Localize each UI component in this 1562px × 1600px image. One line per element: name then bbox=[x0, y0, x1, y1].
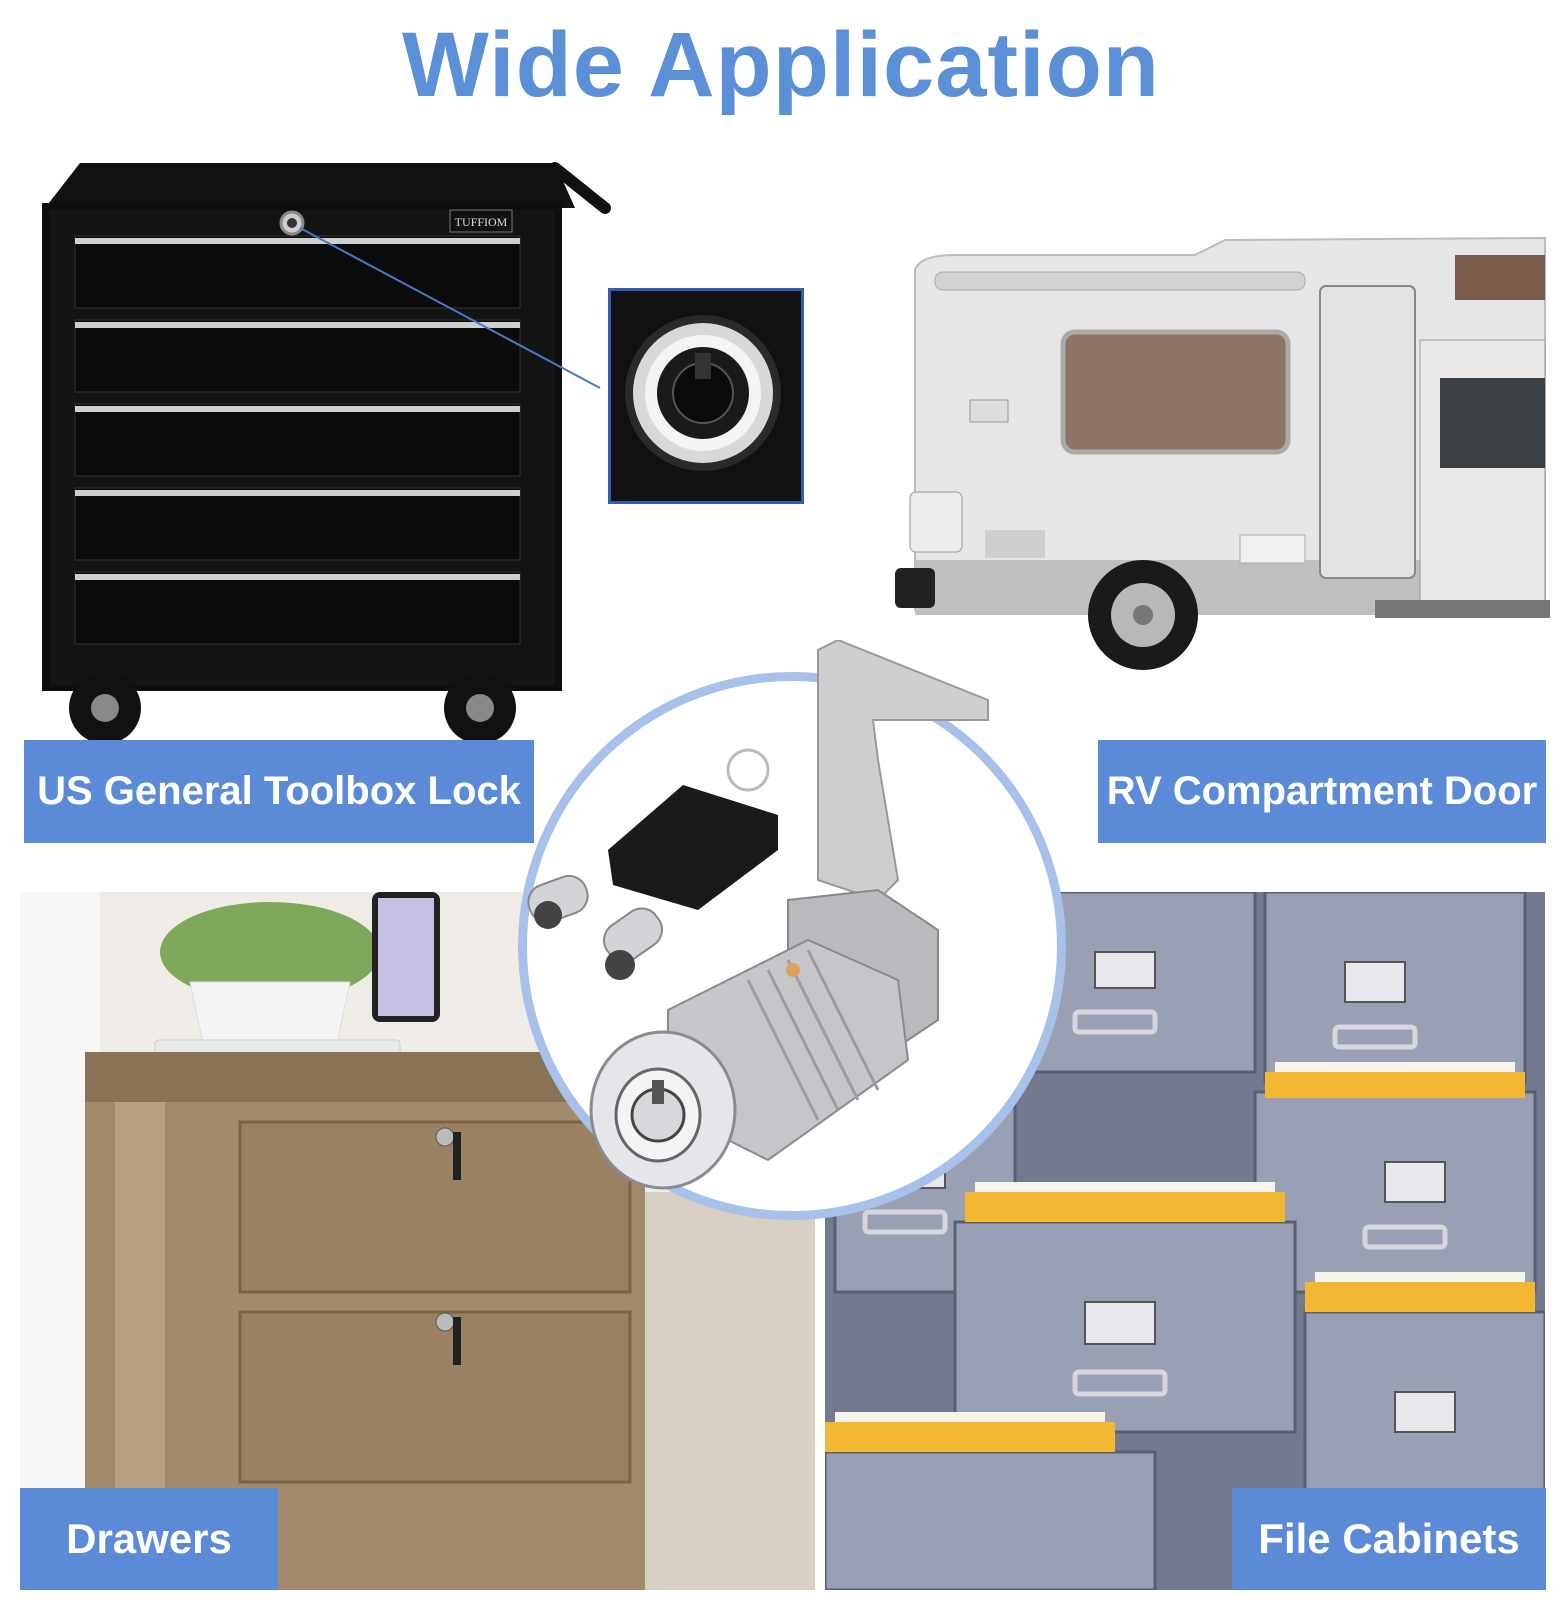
page-title: Wide Application bbox=[402, 14, 1160, 116]
toolbox-brand-text: TUFFIOM bbox=[455, 215, 508, 229]
file-cabinets-image bbox=[825, 892, 1545, 1590]
toolbox-image: TUFFIOM bbox=[10, 148, 622, 748]
label-drawers: Drawers bbox=[20, 1488, 278, 1590]
lock-closeup-inset bbox=[608, 288, 804, 504]
label-file-cabinets: File Cabinets bbox=[1232, 1488, 1546, 1590]
label-toolbox: US General Toolbox Lock bbox=[24, 740, 534, 843]
cam-lock-product-image bbox=[518, 640, 1066, 1220]
rv-image bbox=[895, 230, 1550, 680]
label-rv: RV Compartment Door bbox=[1098, 740, 1546, 843]
